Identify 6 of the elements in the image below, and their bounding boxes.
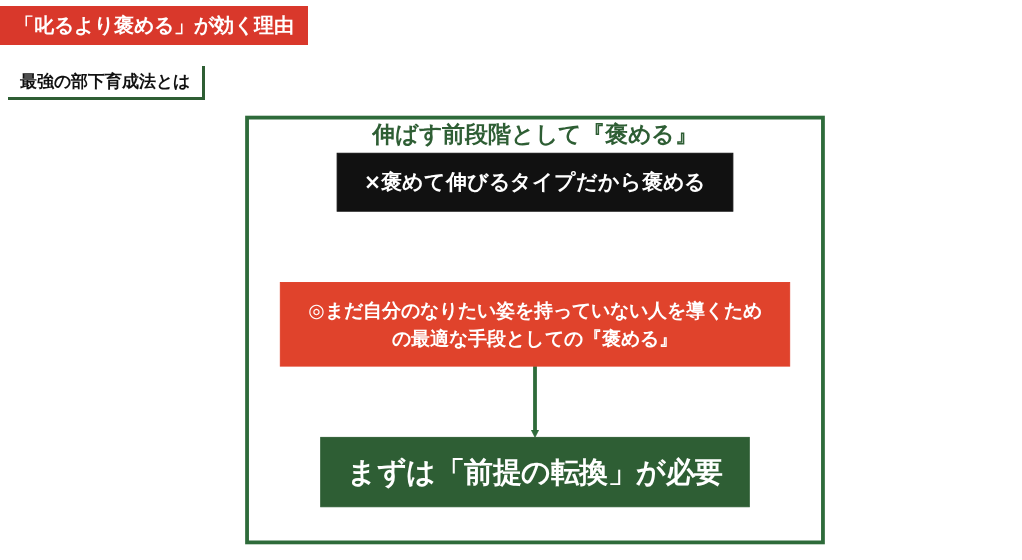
subtitle: 最強の部下育成法とは [8, 66, 205, 100]
title-banner: 「叱るより褒める」が効く理由 [0, 6, 308, 45]
node-box: まずは「前提の転換」が必要 [320, 436, 750, 508]
node-box: ×褒めて伸びるタイプだから褒める [336, 152, 734, 212]
arrow [530, 366, 540, 438]
node-box: ◎まだ自分のなりたい姿を持っていない人を導くための最適な手段としての『褒める』 [279, 282, 791, 367]
